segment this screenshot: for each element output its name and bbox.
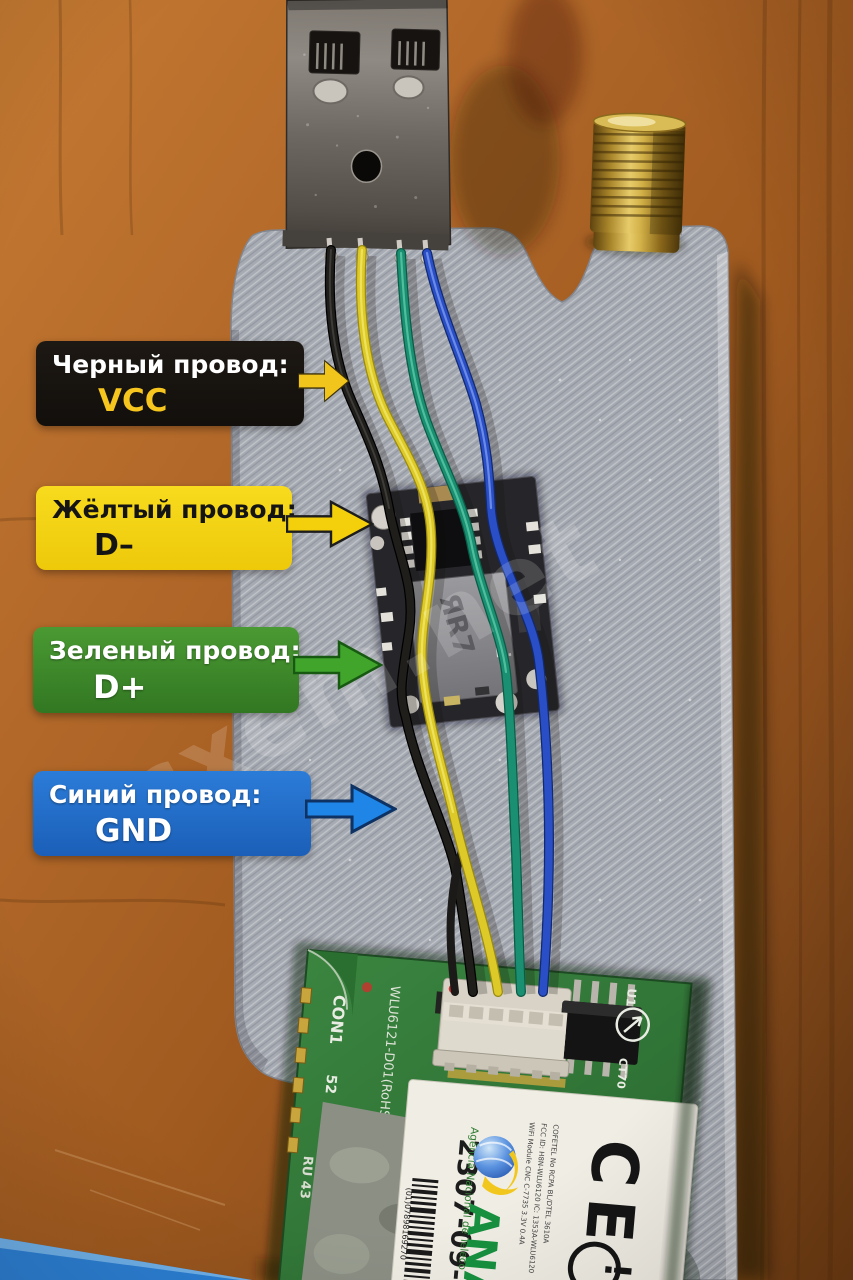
annotation-signal-name: D+ xyxy=(93,668,147,706)
annotation-wire-name: Зеленый провод: xyxy=(49,636,301,665)
annotation-black-wire-vcc: Черный провод: VCC xyxy=(36,341,350,426)
annotation-signal-name: VCC xyxy=(98,383,168,419)
annotation-yellow-wire-dminus: Жёлтый провод: D– xyxy=(36,486,374,570)
annotation-green-wire-dplus: Зеленый провод: D+ xyxy=(33,627,383,713)
annotation-wire-name: Жёлтый провод: xyxy=(52,495,297,524)
annotation-signal-name: GND xyxy=(95,813,173,849)
arrow-right-icon xyxy=(286,499,374,549)
annotation-blue-wire-gnd: Синий провод: GND xyxy=(33,771,397,856)
arrow-right-icon xyxy=(305,783,397,835)
annotation-wire-name: Черный провод: xyxy=(52,350,289,379)
annotation-signal-name: D– xyxy=(94,528,134,563)
arrow-right-icon xyxy=(293,639,383,691)
annotation-wire-name: Синий провод: xyxy=(49,780,262,809)
arrow-right-icon xyxy=(298,359,350,403)
